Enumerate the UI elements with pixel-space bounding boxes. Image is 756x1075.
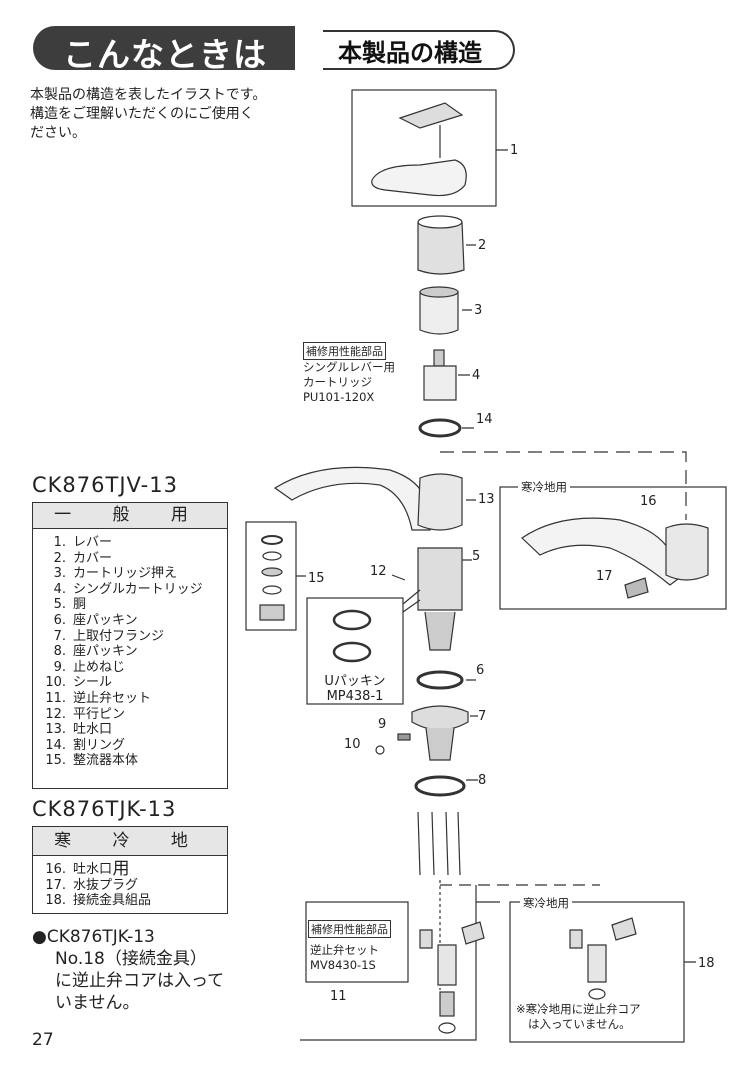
list-item: 2.カバー	[53, 550, 113, 566]
callout-11: 11	[330, 989, 347, 1004]
callout-12: 12	[370, 564, 387, 579]
repair-tag-2: 補修用性能部品	[308, 920, 391, 938]
callout-7: 7	[478, 709, 486, 724]
u-packing-label: Uパッキン MP438-1	[324, 674, 386, 704]
parts-table-general: 一 般 用 1.レバー 2.カバー 3.カートリッジ押え 4.シングルカートリッ…	[32, 502, 228, 789]
cold-connector-box	[509, 901, 685, 1043]
list-item: 18.接続金具組品	[45, 893, 152, 909]
repair-tag-1: 補修用性能部品	[303, 342, 386, 360]
list-item: 14.割リング	[45, 737, 126, 753]
model-general: CK876TJV-13	[32, 473, 178, 497]
body-icon	[417, 547, 463, 611]
callout-18: 18	[698, 956, 715, 971]
banner-light	[323, 30, 515, 70]
page-title: こんなときは	[63, 35, 267, 74]
flange-icon	[411, 705, 469, 731]
callout-3: 3	[474, 303, 482, 318]
cartridge-icon	[423, 365, 457, 401]
callout-10: 10	[344, 737, 361, 752]
list-item: 10.シール	[45, 675, 113, 691]
callout-9: 9	[378, 717, 386, 732]
intro-text: 本製品の構造を表したイラストです。 構造をご理解いただくのにご使用く ださい。	[30, 87, 267, 141]
lever-cap-icon	[398, 102, 464, 129]
table-heading: 寒 冷 地 用	[33, 827, 227, 879]
cold-tag-1: 寒冷地用	[518, 480, 570, 495]
cold-note: ※寒冷地用に逆止弁コア は入っていません。	[516, 1002, 641, 1031]
list-item: 4.シングルカートリッジ	[53, 581, 203, 597]
list-item: 11.逆止弁セット	[45, 690, 152, 706]
valve-label: 逆止弁セット MV8430-1S	[310, 943, 379, 972]
lever-icon	[371, 159, 467, 197]
callout-14: 14	[476, 412, 493, 427]
callout-2: 2	[478, 238, 486, 253]
page-subtitle: 本製品の構造	[338, 39, 482, 67]
list-item: 9.止めねじ	[53, 659, 126, 675]
split-ring-icon	[418, 418, 462, 438]
seat-packing-2-icon	[414, 775, 466, 797]
drain-plug-icon	[624, 577, 649, 599]
callout-15: 15	[308, 571, 325, 586]
u-packing-box	[306, 597, 404, 705]
list-item: 6.座パッキン	[53, 612, 138, 628]
list-item: 15.整流器本体	[45, 753, 139, 769]
callout-13: 13	[478, 492, 495, 507]
list-item: 3.カートリッジ押え	[53, 566, 178, 582]
seat-packing-icon	[416, 670, 464, 690]
parts-list-general: 1.レバー 2.カバー 3.カートリッジ押え 4.シングルカートリッジ 5.胴 …	[33, 529, 227, 769]
callout-4: 4	[472, 368, 480, 383]
list-item: 17.水抜プラグ	[45, 877, 139, 893]
callout-6: 6	[476, 663, 484, 678]
list-item: 7.上取付フランジ	[53, 628, 165, 644]
check-valve-icon	[437, 944, 457, 986]
page-header-banner: こんなときは 本製品の構造	[33, 26, 515, 74]
list-item: 1.レバー	[53, 535, 113, 550]
list-item: 16.吐水口	[45, 862, 113, 877]
list-item: 13.吐水口	[45, 722, 113, 738]
page-number: 27	[32, 1030, 54, 1050]
callout-8: 8	[478, 773, 486, 788]
callout-1: 1	[510, 143, 518, 158]
spout-icon	[273, 466, 431, 531]
cold-spout-box	[499, 486, 727, 610]
banner-dark	[33, 26, 295, 70]
connector-icon	[587, 944, 607, 983]
cold-tag-2: 寒冷地用	[520, 896, 572, 911]
list-item: 8.座パッキン	[53, 644, 138, 660]
callout-16: 16	[640, 494, 657, 509]
cartridge-label: シングルレバー用 カートリッジ PU101-120X	[303, 360, 395, 404]
model-cold: CK876TJK-13	[32, 797, 177, 821]
parts-table-cold: 寒 冷 地 用 16.吐水口 17.水抜プラグ 18.接続金具組品	[32, 826, 228, 914]
list-item: 5.胴	[53, 597, 87, 613]
note-cold-connector: ●CK876TJK-13 No.18（接続金具） に逆止弁コアは入って いません…	[32, 927, 225, 1013]
list-item: 12.平行ピン	[45, 706, 126, 722]
callout-5: 5	[472, 549, 480, 564]
table-heading: 一 般 用	[33, 503, 227, 529]
parts-list-cold: 16.吐水口 17.水抜プラグ 18.接続金具組品	[33, 856, 227, 909]
lever-box	[351, 89, 497, 207]
callout-17: 17	[596, 569, 613, 584]
